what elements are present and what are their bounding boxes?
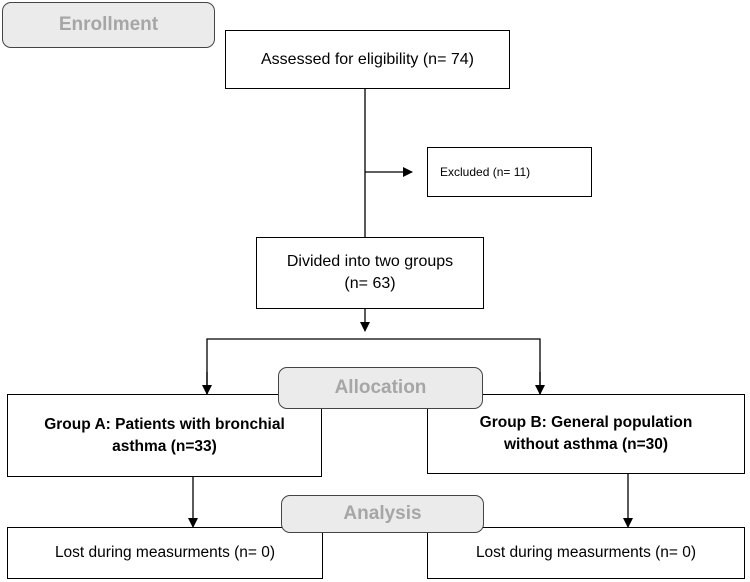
node-excluded: Excluded (n= 11) bbox=[427, 147, 592, 197]
stage-allocation: Allocation bbox=[278, 367, 483, 409]
node-group-b-line1: Group B: General population bbox=[479, 414, 693, 431]
node-group-a: Group A: Patients with bronchial asthma … bbox=[7, 394, 322, 477]
stage-analysis: Analysis bbox=[281, 495, 484, 533]
node-lost-group-a: Lost during measurments (n= 0) bbox=[7, 527, 323, 579]
node-group-a-line1: Group A: Patients with bronchial bbox=[44, 415, 285, 433]
node-divided-line1: Divided into two groups bbox=[286, 253, 454, 270]
node-group-a-line2: asthma (n=33) bbox=[112, 437, 217, 455]
node-group-b-line2: without asthma (n=30) bbox=[503, 436, 669, 453]
node-divided-line2: (n= 63) bbox=[344, 275, 396, 292]
stage-enrollment: Enrollment bbox=[2, 2, 215, 48]
node-lost-group-b: Lost during measurments (n= 0) bbox=[427, 527, 745, 579]
node-divided-groups: Divided into two groups (n= 63) bbox=[256, 237, 484, 309]
node-assessed-eligibility: Assessed for eligibility (n= 74) bbox=[225, 30, 510, 89]
node-group-b: Group B: General population without asth… bbox=[427, 394, 745, 474]
split-line bbox=[206, 338, 541, 394]
